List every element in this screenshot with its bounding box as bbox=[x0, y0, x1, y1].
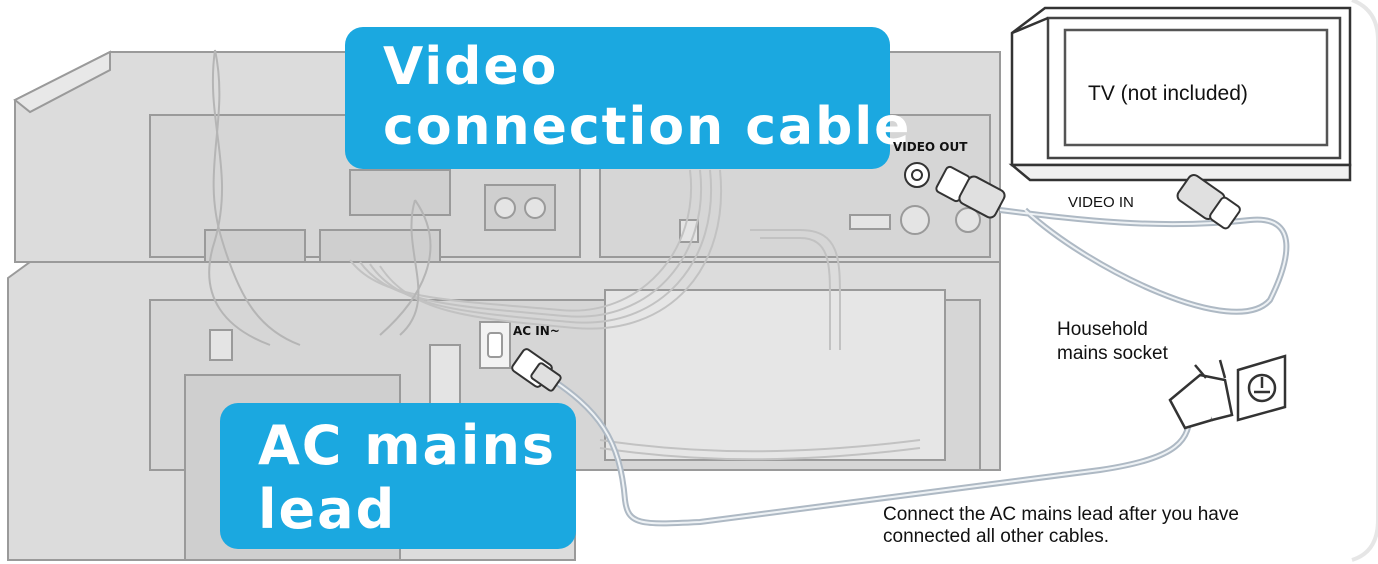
mains-plug bbox=[1168, 359, 1234, 430]
video-cable-callout: Video connection cable bbox=[345, 27, 909, 169]
ac-callout-line2: lead bbox=[258, 478, 397, 541]
note-line2: connected all other cables. bbox=[883, 526, 1110, 547]
ac-cable bbox=[543, 372, 1193, 527]
video-in-label: VIDEO IN bbox=[1068, 194, 1134, 211]
note-line1: Connect the AC mains lead after you have bbox=[883, 504, 1239, 525]
tv-label: TV (not included) bbox=[1088, 82, 1248, 105]
socket-label-line2: mains socket bbox=[1057, 343, 1168, 364]
ac-plug-unit bbox=[511, 348, 562, 392]
video-cable bbox=[999, 207, 1290, 315]
wall-socket-icon bbox=[1236, 354, 1287, 422]
video-out-jack bbox=[904, 162, 930, 188]
video-plug-tv bbox=[1176, 174, 1241, 230]
frame-edge bbox=[1351, 0, 1378, 562]
video-callout-line2: connection cable bbox=[383, 97, 912, 157]
ac-lead-callout: AC mains lead bbox=[220, 403, 576, 549]
video-plug-unit bbox=[935, 165, 1006, 219]
video-out-label: VIDEO OUT bbox=[893, 140, 968, 154]
ribbon-cables bbox=[349, 169, 921, 461]
ac-in-label: AC IN~ bbox=[513, 324, 560, 338]
video-callout-line1: Video bbox=[383, 37, 559, 97]
socket-label-line1: Household bbox=[1057, 319, 1148, 340]
ac-callout-line1: AC mains bbox=[258, 414, 557, 477]
connection-note: Connect the AC mains lead after you have… bbox=[883, 504, 1239, 548]
tv bbox=[1008, 6, 1352, 182]
antenna-wire bbox=[208, 49, 432, 346]
mains-socket-label: Household mains socket bbox=[1057, 318, 1168, 366]
